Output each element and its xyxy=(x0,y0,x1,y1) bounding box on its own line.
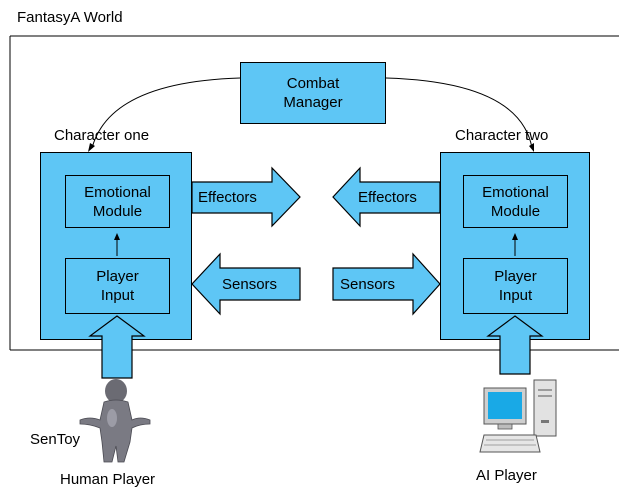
sentoy-label: SenToy xyxy=(30,431,81,448)
character-two-input-line1: Player xyxy=(494,268,537,285)
sentoy-figure-icon xyxy=(79,379,151,463)
character-one-emotional-line2: Module xyxy=(92,202,143,220)
character-two-input-line2: Input xyxy=(498,287,533,304)
character-two-effectors-label: Effectors xyxy=(358,189,417,206)
combat-to-character-one-connector xyxy=(91,77,241,149)
character-one-effectors-label: Effectors xyxy=(198,189,257,206)
character-one-label: Character one xyxy=(54,127,150,144)
character-two-emotional-line1: Emotional xyxy=(482,183,549,201)
character-two-emotional-line2: Module xyxy=(490,202,541,220)
computer-icon xyxy=(479,379,557,453)
character-one-effectors-arrow xyxy=(191,166,301,228)
character-two-effectors-arrow xyxy=(332,166,441,228)
combat-manager-line1: Combat xyxy=(286,75,340,92)
combat-to-character-two-arrowhead xyxy=(529,143,534,152)
character-one-sensors-arrow xyxy=(191,252,301,316)
character-one-emotional-line1: Emotional xyxy=(84,183,151,201)
character-two-emotional-module: Emotional Module xyxy=(463,175,568,228)
ai-player-label: AI Player xyxy=(476,467,537,484)
character-one-player-input: Player Input xyxy=(65,258,170,314)
character-two-label: Character two xyxy=(455,127,549,144)
character-one-internal-arrow xyxy=(114,233,120,256)
character-two-internal-arrow xyxy=(512,233,518,256)
combat-to-character-one-arrowhead xyxy=(88,143,95,152)
character-one-input-line2: Input xyxy=(100,287,135,304)
ai-input-arrow xyxy=(486,315,544,375)
character-two-sensors-label: Sensors xyxy=(340,276,396,293)
human-player-label: Human Player xyxy=(60,471,156,488)
world-title: FantasyA World xyxy=(17,9,123,26)
character-one-sensors-label: Sensors xyxy=(222,276,278,293)
combat-manager-box: Combat Manager xyxy=(240,62,386,124)
combat-manager-line2: Manager xyxy=(283,94,343,111)
character-one-input-line1: Player xyxy=(96,268,139,285)
character-one-emotional-module: Emotional Module xyxy=(65,175,170,228)
character-two-player-input: Player Input xyxy=(463,258,568,314)
character-two-sensors-arrow xyxy=(332,252,441,316)
combat-to-character-two-connector xyxy=(385,77,533,149)
human-input-arrow xyxy=(88,315,146,379)
